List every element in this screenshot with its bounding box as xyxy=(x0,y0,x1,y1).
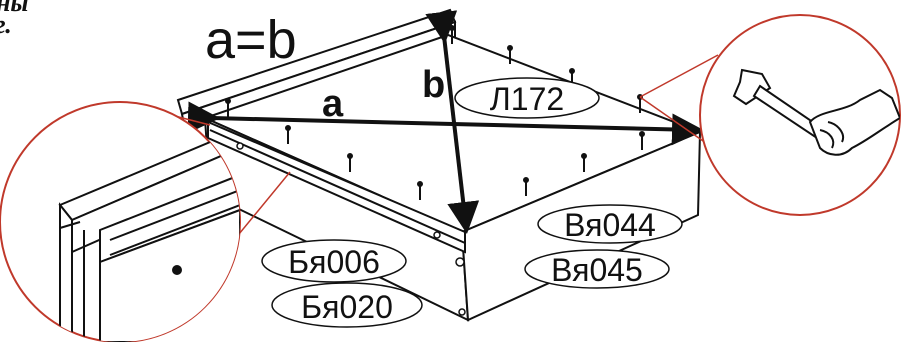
hammer-icon xyxy=(732,68,900,156)
label-front-upper-text: Бя006 xyxy=(288,244,380,280)
label-side-upper-text: Вя044 xyxy=(564,207,656,243)
nail-icon xyxy=(523,177,529,196)
diagonal-b-arrow xyxy=(425,10,480,234)
label-side-upper: Вя044 xyxy=(537,204,683,244)
nail-icon xyxy=(581,153,587,172)
label-top-panel-text: Л172 xyxy=(490,81,564,117)
label-front-lower-text: Бя020 xyxy=(301,289,393,325)
diagonals xyxy=(187,10,704,234)
label-side-lower: Вя045 xyxy=(524,249,670,289)
nail-icon xyxy=(507,45,513,64)
label-top-panel: Л172 xyxy=(454,77,600,119)
equation-label: a=b xyxy=(205,10,297,70)
diagonal-a-label: a xyxy=(322,83,344,125)
detail-callout-left xyxy=(0,101,291,342)
label-side-lower-text: Вя045 xyxy=(551,252,643,288)
corner-text: ны г. xyxy=(0,0,29,39)
hammer-callout-right xyxy=(639,14,901,216)
nail-icon xyxy=(417,181,423,200)
nail-icon xyxy=(347,153,353,172)
diagonal-b-label: b xyxy=(422,64,445,106)
corner-text-line-1: ны xyxy=(0,0,29,17)
label-front-upper: Бя006 xyxy=(261,239,407,283)
label-front-lower: Бя020 xyxy=(271,282,423,328)
corner-text-line-2: г. xyxy=(0,10,12,39)
